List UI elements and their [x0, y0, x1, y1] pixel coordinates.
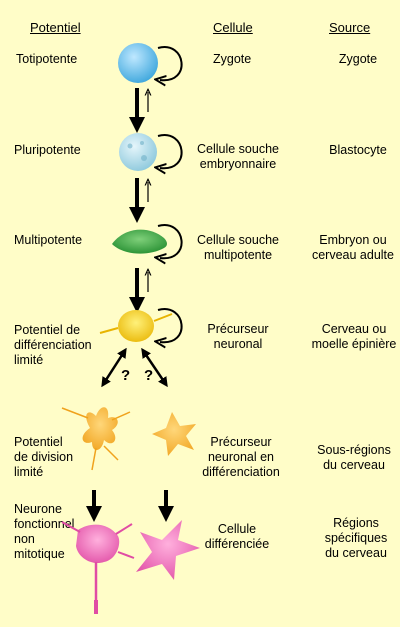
potentiel-multipotente: Multipotente [14, 233, 83, 247]
potentiel-totipotente: Totipotente [16, 52, 78, 66]
question-mark-left: ? [121, 367, 130, 384]
cellule-differenciee: Cellule différenciée [204, 522, 270, 551]
cycle-arrow-icon [158, 224, 183, 258]
dividing-precursor-cell [61, 407, 131, 471]
multipotent-cell [112, 229, 167, 254]
potentiel-neurone-non-mitotique: Neurone fonctionnel non mitotique [14, 502, 75, 561]
functional-neuron-cell [61, 521, 135, 614]
differentiated-cell [136, 520, 200, 580]
source-regions-specifiques: Régions spécifiques du cerveau [324, 516, 388, 560]
cellule-zygote: Zygote [213, 52, 252, 66]
differentiating-precursor-cell [152, 412, 196, 456]
source-blastocyte: Blastocyte [329, 143, 387, 157]
header-source: Source [329, 20, 371, 35]
embryonic-stem-cell [119, 133, 157, 171]
cycle-arrow-icon [158, 46, 183, 80]
cellule-souche-embryonnaire: Cellule souche embryonnaire [197, 142, 279, 171]
cellule-precurseur-differenciation: Précurseur neuronal en différenciation [202, 435, 280, 479]
header-cellule: Cellule [213, 20, 253, 35]
question-mark-right: ? [144, 367, 153, 384]
source-cerveau-moelle: Cerveau ou moelle épinière [311, 322, 397, 351]
cycle-arrow-icon [158, 308, 183, 342]
potentiel-division-limite: Potentiel de division limité [14, 435, 74, 479]
neuronal-precursor-cell [118, 310, 154, 342]
cellule-precurseur-neuronal: Précurseur neuronal [207, 322, 269, 351]
source-embryon-cerveau: Embryon ou cerveau adulte [311, 233, 394, 262]
cellule-souche-multipotente: Cellule souche multipotente [197, 233, 279, 262]
cycle-arrow-icon [158, 134, 183, 168]
source-sous-regions: Sous-régions du cerveau [317, 443, 391, 472]
zygote-cell [118, 43, 158, 83]
source-zygote: Zygote [338, 52, 378, 66]
branch-arrow-left [101, 347, 127, 388]
branch-arrow-right [141, 347, 168, 388]
potentiel-pluripotente: Pluripotente [14, 143, 81, 157]
potentiel-differenciation-limite: Potentiel de différenciation limité [14, 323, 92, 367]
header-potentiel: Potentiel [30, 20, 81, 35]
